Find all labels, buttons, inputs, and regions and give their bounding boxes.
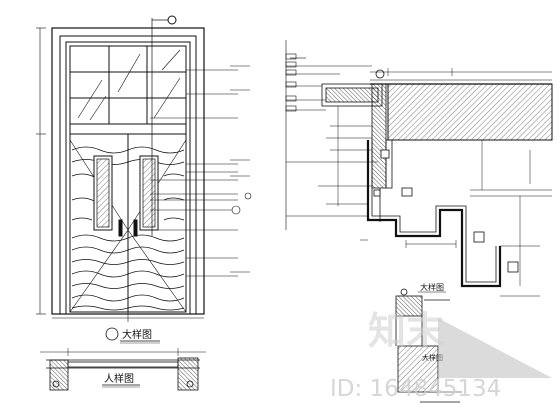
watermark-logo-text: 知末 — [368, 309, 444, 353]
door-callouts — [150, 65, 252, 277]
plan-section — [40, 348, 206, 391]
plan-section-caption: 人样图 — [104, 372, 134, 385]
small-detail — [395, 288, 462, 403]
watermark-logo-mark — [438, 318, 552, 378]
plan-section-title: 人样图 — [102, 372, 140, 388]
wood-grain — [71, 146, 185, 311]
watermark: 知末 ID: 164845134 — [330, 309, 552, 402]
door-elevation-caption: 大样图 — [122, 328, 152, 341]
detail-section-caption: 大样图 — [420, 282, 444, 292]
detail-section-caption-small: 大样图 — [422, 353, 443, 362]
door-elevation-title: 大样图 — [105, 327, 160, 344]
door-elevation — [36, 15, 205, 322]
detail-callouts — [285, 40, 378, 230]
detail-section — [321, 68, 553, 297]
glass-reflection — [77, 49, 181, 121]
watermark-id-label: ID: 164845134 — [330, 376, 501, 402]
detail-section-title: 大样图 大样图 — [418, 282, 446, 362]
